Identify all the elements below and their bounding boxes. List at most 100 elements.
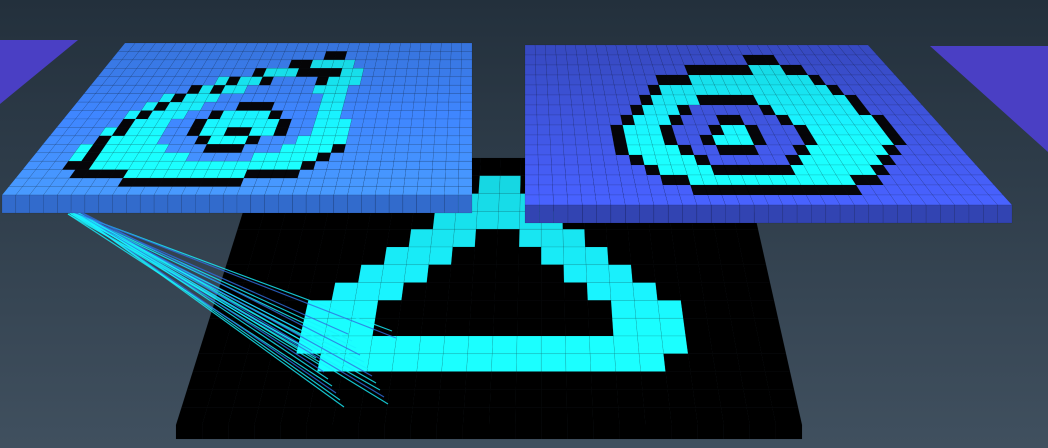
neuron-cell (398, 118, 413, 128)
neuron-cell (576, 54, 589, 66)
neuron-cell (433, 144, 448, 154)
neuron-cell (632, 282, 658, 301)
neuron-cell-front (567, 424, 594, 440)
neuron-cell (630, 164, 648, 176)
neuron-cell (524, 134, 538, 146)
neuron-cell-front (723, 424, 751, 440)
neuron-cell (206, 389, 239, 408)
neuron-cell (712, 353, 741, 372)
neuron-cell (439, 59, 452, 69)
neuron-cell (372, 68, 386, 78)
neuron-cell-front (839, 204, 855, 224)
neuron-cell (386, 118, 401, 128)
neuron-cell (447, 110, 461, 120)
neuron-cell (362, 177, 379, 187)
neuron-cell (416, 186, 432, 196)
neuron-cell (457, 186, 473, 196)
neuron-cell (242, 353, 273, 372)
neuron-cell (458, 169, 473, 179)
neuron-cell (534, 44, 546, 56)
neuron-cell (367, 211, 393, 230)
neuron-cell (436, 101, 450, 111)
neuron-cell (601, 144, 617, 156)
neuron-cell (430, 42, 442, 52)
neuron-cell-front (84, 194, 100, 214)
neuron-cell (406, 59, 420, 69)
neuron-cell (489, 389, 517, 408)
neuron-cell (284, 282, 313, 301)
neuron-cell (313, 160, 330, 170)
neuron-cell (675, 264, 702, 283)
neuron-cell (563, 264, 588, 283)
neuron-cell (409, 127, 424, 137)
neuron-cell (537, 134, 551, 146)
neuron-cell (375, 110, 390, 120)
neuron-cell (331, 282, 359, 301)
neuron-cell (404, 76, 418, 86)
neuron-cell-front (697, 424, 725, 440)
neuron-cell (306, 406, 336, 426)
neuron-cell (653, 264, 679, 283)
neuron-cell-front (514, 424, 542, 440)
neuron-cell (402, 186, 418, 196)
neuron-cell (565, 174, 581, 186)
neuron-cell (586, 282, 612, 301)
neuron-cell (364, 169, 380, 179)
neuron-cell (494, 282, 519, 301)
neuron-cell (403, 264, 430, 283)
neuron-cell (609, 282, 635, 301)
neuron-cell (380, 264, 407, 283)
neuron-cell (671, 228, 697, 248)
neuron-cell (488, 406, 516, 426)
neuron-cell (545, 64, 558, 76)
neuron-cell (579, 184, 596, 196)
neuron-cell (524, 84, 537, 96)
neuron-cell (400, 101, 415, 111)
neuron-cell (332, 406, 362, 426)
neuron-cell (715, 371, 744, 390)
connection-line (70, 211, 301, 346)
neuron-cell-front (954, 204, 970, 224)
neuron-cell (448, 84, 462, 94)
neuron-cell-front (1, 194, 17, 214)
neuron-cell-front (682, 204, 698, 224)
neuron-cell (383, 135, 398, 145)
neuron-cell (584, 114, 599, 126)
neuron-cell (566, 194, 583, 206)
neuron-cell (536, 124, 551, 136)
neuron-cell (566, 54, 579, 66)
neuron-cell (590, 74, 604, 86)
neuron-cell (692, 389, 722, 408)
neuron-cell (315, 152, 332, 162)
neuron-cell (333, 186, 350, 196)
neuron-cell (366, 353, 395, 372)
neuron-cell (579, 74, 593, 86)
neuron-cell (739, 246, 767, 266)
neuron-cell (619, 174, 636, 186)
neuron-cell (420, 317, 447, 337)
neuron-cell (384, 406, 414, 426)
neuron-cell (465, 371, 492, 390)
neuron-cell (389, 211, 414, 230)
neuron-cell (384, 127, 399, 137)
neuron-cell (258, 389, 289, 408)
neuron-cell (515, 389, 542, 408)
neuron-cell (328, 152, 345, 162)
neuron-cell (571, 104, 585, 116)
neuron-cell (369, 144, 384, 154)
neuron-cell (310, 169, 327, 179)
neuron-cell (587, 300, 613, 319)
neuron-cell (357, 84, 372, 94)
neuron-cell-front (384, 424, 412, 440)
neuron-cell-front (983, 204, 998, 224)
neuron-cell (449, 76, 462, 86)
neuron-cell-front (897, 204, 912, 224)
neuron-cell (412, 389, 441, 408)
neuron-cell (334, 264, 362, 283)
neuron-cell (617, 406, 646, 426)
neuron-cell (524, 174, 540, 186)
neuron-cell (548, 104, 562, 116)
neuron-cell (363, 110, 378, 120)
neuron-cell (432, 160, 447, 170)
neuron-cell (538, 184, 554, 196)
